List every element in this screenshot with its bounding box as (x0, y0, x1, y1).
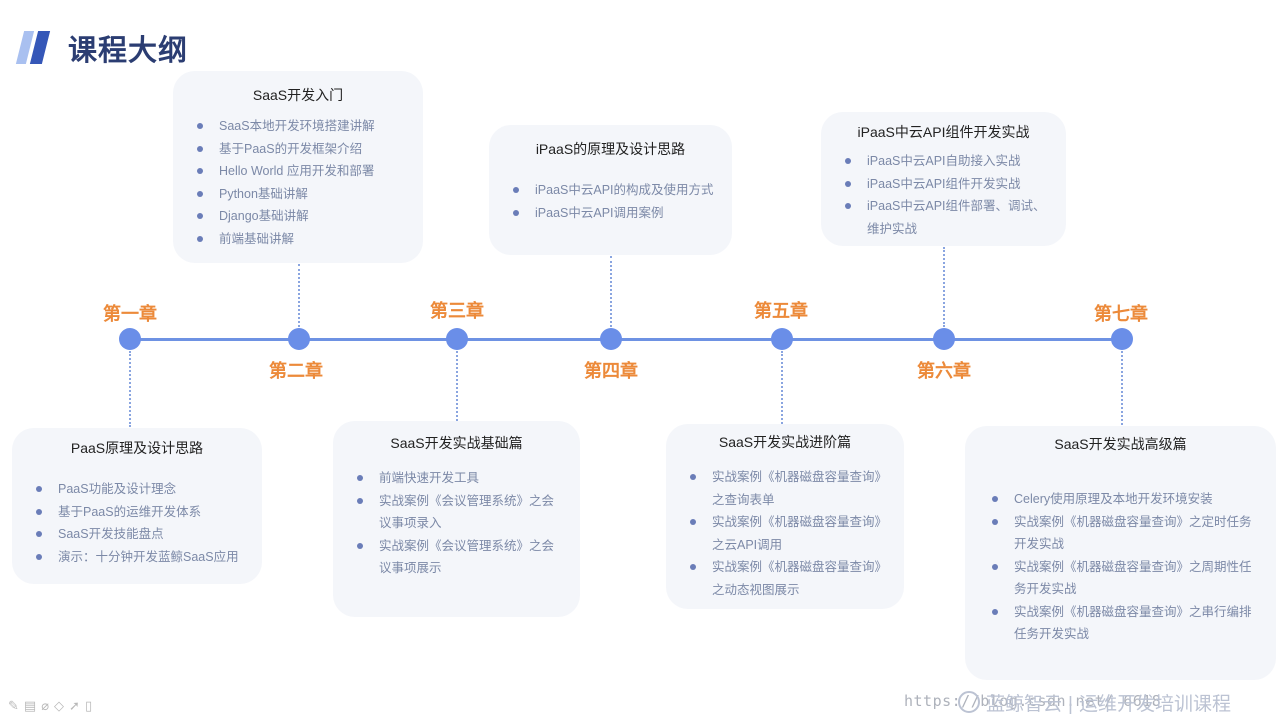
footer-separator: | (1068, 694, 1073, 715)
card-title: SaaS开发实战基础篇 (390, 435, 523, 451)
list-item: iPaaS中云API调用案例 (513, 202, 718, 225)
list-item: Django基础讲解 (197, 205, 409, 228)
footer-brand: 蓝鲸智云|运维开发培训课程 (958, 689, 1231, 716)
card-list: iPaaS中云API的构成及使用方式 iPaaS中云API调用案例 (489, 179, 732, 224)
highlighter-icon[interactable]: ◇ (54, 698, 65, 713)
list-item: 基于PaaS的运维开发体系 (36, 501, 248, 524)
card-list: 前端快速开发工具 实战案例《会议管理系统》之会议事项录入 实战案例《会议管理系统… (333, 467, 580, 580)
card-title: iPaaS中云API组件开发实战 (857, 124, 1030, 140)
list-item: 前端快速开发工具 (357, 467, 566, 490)
pen-icon[interactable]: ✎ (8, 698, 19, 713)
card-title: PaaS原理及设计思路 (70, 440, 204, 456)
timeline-node-c3[interactable] (446, 328, 468, 350)
list-item: 实战案例《会议管理系统》之会议事项展示 (357, 535, 566, 580)
list-item: 实战案例《机器磁盘容量查询》之定时任务开发实战 (992, 511, 1258, 556)
connector-c7 (1121, 351, 1123, 425)
chapter-label-1: 第一章 (103, 304, 157, 324)
timeline-node-c7[interactable] (1111, 328, 1133, 350)
eraser-icon[interactable]: ⌀ (41, 698, 50, 713)
connector-c2 (298, 264, 300, 327)
card-title: SaaS开发实战高级篇 (1054, 436, 1187, 452)
list-item: PaaS功能及设计理念 (36, 478, 248, 501)
list-item: SaaS开发技能盘点 (36, 523, 248, 546)
card-ipaas-principle: iPaaS的原理及设计思路 iPaaS中云API的构成及使用方式 iPaaS中云… (489, 125, 732, 255)
list-item: 演示：十分钟开发蓝鲸SaaS应用 (36, 546, 248, 569)
list-item: 前端基础讲解 (197, 228, 409, 251)
list-item: iPaaS中云API组件开发实战 (845, 173, 1052, 196)
list-item: Celery使用原理及本地开发环境安装 (992, 488, 1258, 511)
list-item: 实战案例《机器磁盘容量查询》之串行编排任务开发实战 (992, 601, 1258, 646)
card-title: SaaS开发入门 (252, 87, 344, 103)
chapter-label-6: 第六章 (917, 361, 971, 381)
card-list: 实战案例《机器磁盘容量查询》之查询表单 实战案例《机器磁盘容量查询》之云API调… (666, 466, 904, 601)
card-list: Celery使用原理及本地开发环境安装 实战案例《机器磁盘容量查询》之定时任务开… (965, 488, 1276, 646)
connector-c5 (781, 351, 783, 424)
list-item: 实战案例《机器磁盘容量查询》之周期性任务开发实战 (992, 556, 1258, 601)
list-item: iPaaS中云API自助接入实战 (845, 150, 1052, 173)
footer-brand-name: 蓝鲸智云 (986, 694, 1063, 715)
timeline-line (130, 338, 1122, 341)
card-title: SaaS开发实战进阶篇 (718, 434, 852, 450)
list-item: SaaS本地开发环境搭建讲解 (197, 115, 409, 138)
title-decoration-icon (15, 31, 58, 65)
list-item: iPaaS中云API组件部署、调试、维护实战 (845, 195, 1052, 240)
card-title: iPaaS的原理及设计思路 (535, 141, 686, 157)
card-saas-advanced: SaaS开发实战进阶篇 实战案例《机器磁盘容量查询》之查询表单 实战案例《机器磁… (666, 424, 904, 609)
title-bar-dark (29, 31, 51, 64)
slides-icon[interactable]: ▤ (23, 698, 37, 713)
list-item: 实战案例《机器磁盘容量查询》之云API调用 (690, 511, 890, 556)
chapter-label-5: 第五章 (754, 301, 808, 321)
chapter-label-7: 第七章 (1094, 304, 1148, 324)
card-saas-intro: SaaS开发入门 SaaS本地开发环境搭建讲解 基于PaaS的开发框架介绍 He… (173, 71, 423, 263)
pointer-icon[interactable]: ➚ (69, 698, 80, 713)
bluking-logo-icon (958, 691, 980, 713)
connector-c4 (610, 256, 612, 327)
card-saas-basic: SaaS开发实战基础篇 前端快速开发工具 实战案例《会议管理系统》之会议事项录入… (333, 421, 580, 617)
card-list: SaaS本地开发环境搭建讲解 基于PaaS的开发框架介绍 Hello World… (173, 115, 423, 250)
timeline-node-c2[interactable] (288, 328, 310, 350)
list-item: 实战案例《会议管理系统》之会议事项录入 (357, 490, 566, 535)
connector-c3 (456, 351, 458, 421)
timeline-node-c5[interactable] (771, 328, 793, 350)
card-list: PaaS功能及设计理念 基于PaaS的运维开发体系 SaaS开发技能盘点 演示：… (12, 478, 262, 568)
timeline-node-c1[interactable] (119, 328, 141, 350)
chapter-label-3: 第三章 (430, 301, 484, 321)
card-saas-senior: SaaS开发实战高级篇 Celery使用原理及本地开发环境安装 实战案例《机器磁… (965, 426, 1276, 680)
more-icon[interactable]: ▯ (84, 698, 93, 713)
list-item: 实战案例《机器磁盘容量查询》之动态视图展示 (690, 556, 890, 601)
card-ipaas-api: iPaaS中云API组件开发实战 iPaaS中云API自助接入实战 iPaaS中… (821, 112, 1066, 246)
presentation-toolbar: ✎ ▤ ⌀ ◇ ➚ ▯ (8, 699, 92, 713)
card-paas: PaaS原理及设计思路 PaaS功能及设计理念 基于PaaS的运维开发体系 Sa… (12, 428, 262, 584)
page-title: 课程大纲 (68, 35, 189, 67)
connector-c1 (129, 351, 131, 427)
list-item: Hello World 应用开发和部署 (197, 160, 409, 183)
connector-c6 (943, 247, 945, 327)
list-item: 实战案例《机器磁盘容量查询》之查询表单 (690, 466, 890, 511)
footer-course: 运维开发培训课程 (1078, 694, 1231, 715)
list-item: 基于PaaS的开发框架介绍 (197, 138, 409, 161)
list-item: Python基础讲解 (197, 183, 409, 206)
list-item: iPaaS中云API的构成及使用方式 (513, 179, 718, 202)
chapter-label-4: 第四章 (584, 361, 638, 381)
chapter-label-2: 第二章 (269, 361, 323, 381)
card-list: iPaaS中云API自助接入实战 iPaaS中云API组件开发实战 iPaaS中… (821, 150, 1066, 240)
timeline-node-c6[interactable] (933, 328, 955, 350)
timeline-node-c4[interactable] (600, 328, 622, 350)
